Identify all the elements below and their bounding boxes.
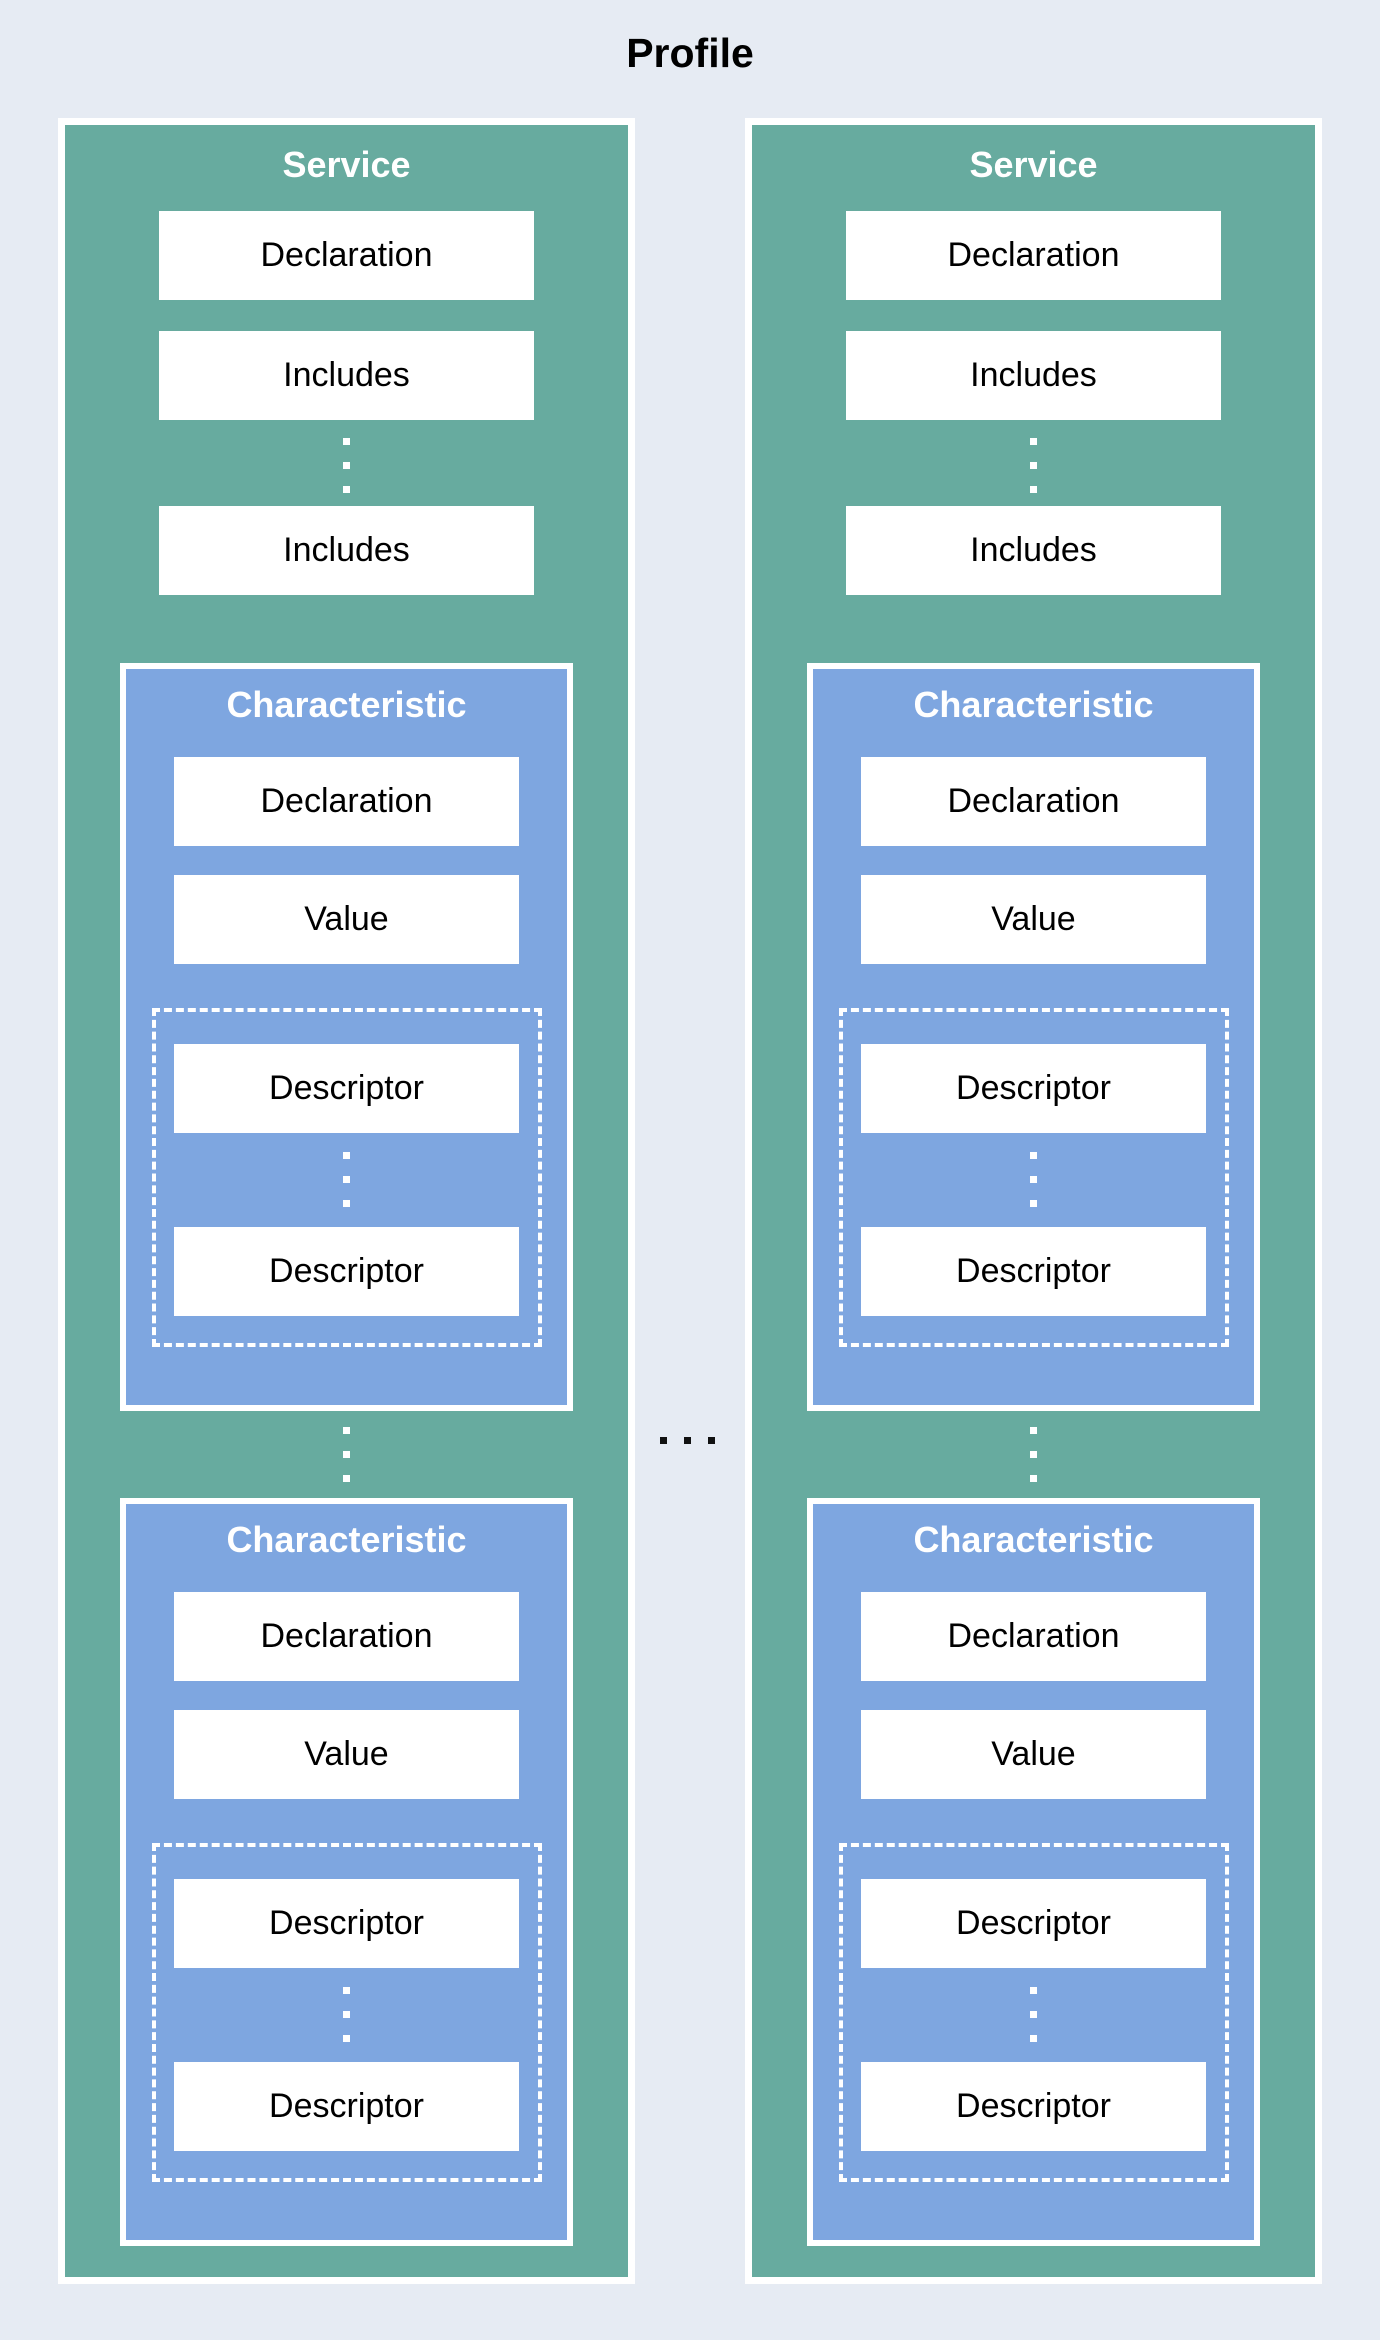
- ellipsis-dot: [1030, 1451, 1037, 1458]
- characteristic-declaration-box: Declaration: [174, 1592, 519, 1681]
- vertical-ellipsis-icon: [752, 1427, 1315, 1482]
- ellipsis-dot: [343, 1451, 350, 1458]
- characteristic-block: Characteristic Declaration Value Descrip…: [807, 663, 1260, 1411]
- service-declaration-box: Declaration: [159, 211, 534, 300]
- ellipsis-dot: [1030, 2011, 1037, 2018]
- service-includes-box: Includes: [159, 506, 534, 595]
- descriptor-group: Descriptor Descriptor: [151, 1843, 542, 2182]
- characteristic-block: Characteristic Declaration Value Descrip…: [120, 1498, 573, 2246]
- characteristic-heading: Characteristic: [913, 1519, 1154, 1560]
- ellipsis-dot: [1030, 1200, 1037, 1207]
- ellipsis-dot: [343, 486, 350, 493]
- vertical-ellipsis-icon: [752, 438, 1315, 493]
- vertical-ellipsis-icon: [65, 438, 628, 493]
- ellipsis-dot: [1030, 486, 1037, 493]
- descriptor-box: Descriptor: [861, 1044, 1206, 1133]
- descriptor-box: Descriptor: [174, 1879, 519, 1968]
- ellipsis-dot: [343, 1176, 350, 1183]
- ellipsis-dot: [343, 2011, 350, 2018]
- descriptor-group: Descriptor Descriptor: [151, 1008, 542, 1347]
- ellipsis-dot: [660, 1437, 667, 1444]
- ellipsis-dot: [1030, 462, 1037, 469]
- ellipsis-dot: [343, 462, 350, 469]
- service-heading: Service: [282, 144, 411, 185]
- ellipsis-dot: [343, 1987, 350, 1994]
- characteristic-value-box: Value: [861, 875, 1206, 964]
- page-title: Profile: [626, 30, 754, 76]
- descriptor-group: Descriptor Descriptor: [838, 1843, 1229, 2182]
- service-heading: Service: [969, 144, 1098, 185]
- descriptor-box: Descriptor: [174, 1227, 519, 1316]
- ellipsis-dot: [343, 1152, 350, 1159]
- vertical-ellipsis-icon: [156, 1987, 538, 2042]
- characteristic-value-box: Value: [174, 875, 519, 964]
- characteristic-value-box: Value: [861, 1710, 1206, 1799]
- ellipsis-dot: [1030, 2035, 1037, 2042]
- characteristic-declaration-box: Declaration: [174, 757, 519, 846]
- ellipsis-dot: [1030, 1475, 1037, 1482]
- characteristic-declaration-box: Declaration: [861, 1592, 1206, 1681]
- descriptor-box: Descriptor: [174, 2062, 519, 2151]
- ellipsis-dot: [1030, 1427, 1037, 1434]
- ellipsis-dot: [343, 438, 350, 445]
- ellipsis-dot: [1030, 438, 1037, 445]
- descriptor-box: Descriptor: [861, 2062, 1206, 2151]
- ellipsis-dot: [708, 1437, 715, 1444]
- service-includes-box: Includes: [159, 331, 534, 420]
- characteristic-block: Characteristic Declaration Value Descrip…: [120, 663, 573, 1411]
- ellipsis-dot: [343, 2035, 350, 2042]
- characteristic-heading: Characteristic: [913, 684, 1154, 725]
- descriptor-box: Descriptor: [174, 1044, 519, 1133]
- ellipsis-dot: [1030, 1152, 1037, 1159]
- horizontal-ellipsis-icon: [660, 1437, 715, 1444]
- vertical-ellipsis-icon: [156, 1152, 538, 1207]
- service-declaration-box: Declaration: [846, 211, 1221, 300]
- vertical-ellipsis-icon: [843, 1152, 1225, 1207]
- service-block: Service Declaration Includes Includes Ch…: [58, 118, 635, 2284]
- characteristic-heading: Characteristic: [226, 1519, 467, 1560]
- ellipsis-dot: [1030, 1987, 1037, 1994]
- ellipsis-dot: [343, 1200, 350, 1207]
- service-includes-box: Includes: [846, 331, 1221, 420]
- vertical-ellipsis-icon: [843, 1987, 1225, 2042]
- ellipsis-dot: [684, 1437, 691, 1444]
- descriptor-group: Descriptor Descriptor: [838, 1008, 1229, 1347]
- ellipsis-dot: [1030, 1176, 1037, 1183]
- descriptor-box: Descriptor: [861, 1227, 1206, 1316]
- characteristic-declaration-box: Declaration: [861, 757, 1206, 846]
- characteristic-value-box: Value: [174, 1710, 519, 1799]
- ellipsis-dot: [343, 1475, 350, 1482]
- ellipsis-dot: [343, 1427, 350, 1434]
- service-includes-box: Includes: [846, 506, 1221, 595]
- characteristic-block: Characteristic Declaration Value Descrip…: [807, 1498, 1260, 2246]
- characteristic-heading: Characteristic: [226, 684, 467, 725]
- service-block: Service Declaration Includes Includes Ch…: [745, 118, 1322, 2284]
- vertical-ellipsis-icon: [65, 1427, 628, 1482]
- descriptor-box: Descriptor: [861, 1879, 1206, 1968]
